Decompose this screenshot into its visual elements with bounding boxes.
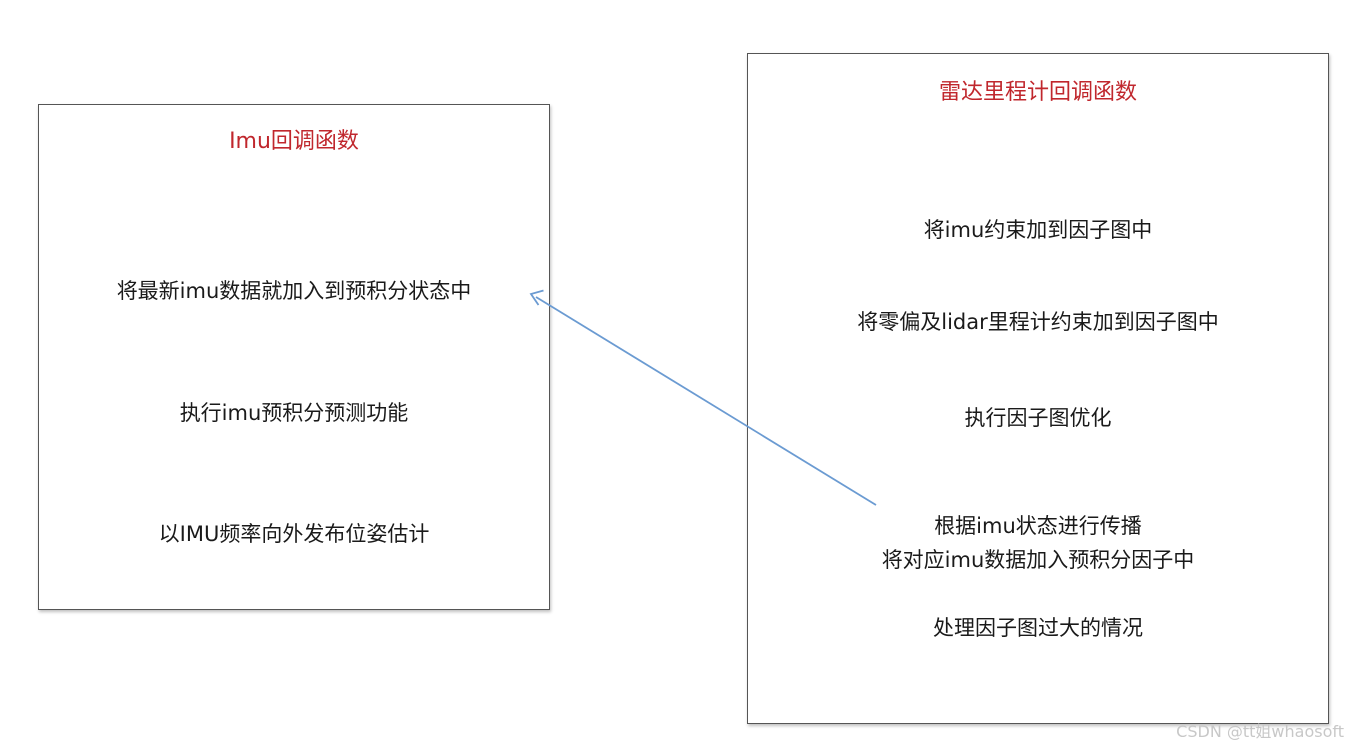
imu-callback-title: Imu回调函数 (229, 129, 359, 154)
arrow-head-icon (529, 289, 544, 306)
imu-step-publish-pose: 以IMU频率向外发布位姿估计 (158, 522, 430, 546)
imu-callback-box: Imu回调函数 将最新imu数据就加入到预积分状态中 执行imu预积分预测功能 … (38, 104, 550, 610)
lidar-step-add-imu-factor: 将imu约束加到因子图中 (923, 218, 1153, 242)
csdn-watermark: CSDN @tt姐whaosoft (1176, 722, 1344, 741)
lidar-odometry-callback-title: 雷达里程计回调函数 (938, 80, 1137, 105)
lidar-step-propagate-state: 根据imu状态进行传播 (934, 514, 1142, 538)
lidar-step-add-imu-preintegration: 将对应imu数据加入预积分因子中 (881, 548, 1195, 572)
lidar-step-handle-large-graph: 处理因子图过大的情况 (933, 616, 1143, 640)
lidar-step-add-bias-odom-factor: 将零偏及lidar里程计约束加到因子图中 (857, 310, 1219, 334)
propagation-arrow (535, 296, 877, 506)
lidar-odometry-callback-box: 雷达里程计回调函数 将imu约束加到因子图中 将零偏及lidar里程计约束加到因… (747, 53, 1329, 724)
lidar-step-optimize-graph: 执行因子图优化 (964, 406, 1112, 430)
imu-step-predict: 执行imu预积分预测功能 (179, 401, 409, 425)
imu-step-add-to-preintegration: 将最新imu数据就加入到预积分状态中 (116, 279, 472, 303)
